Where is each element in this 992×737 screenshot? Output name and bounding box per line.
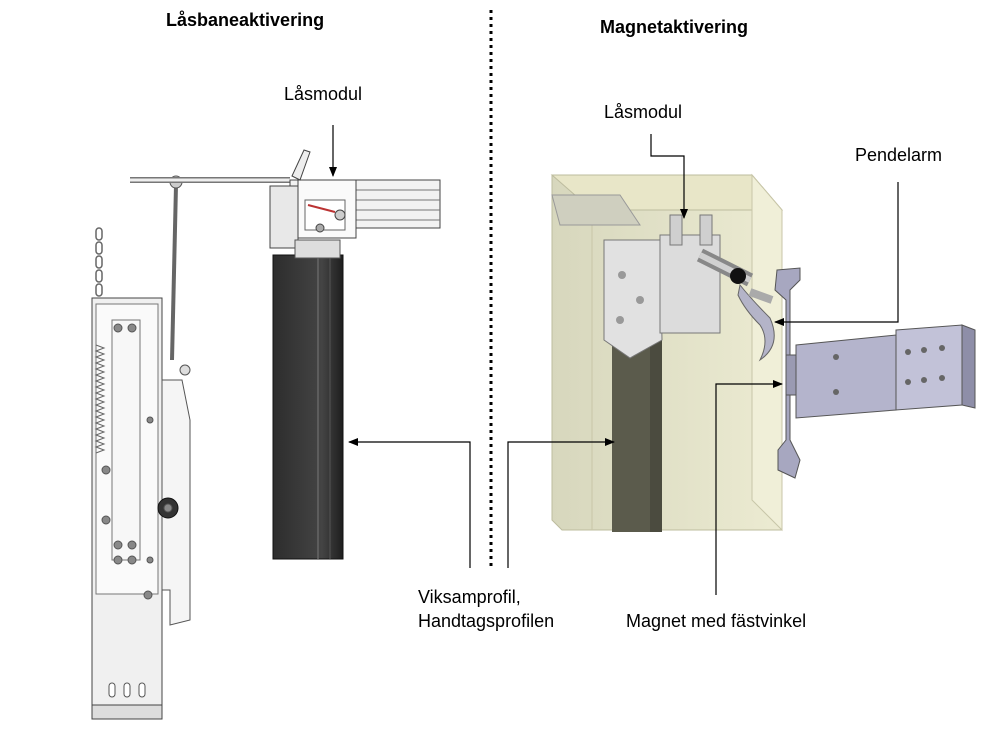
pendulum-arm-label: Pendelarm (855, 145, 943, 165)
drive-unit-illustration (91, 175, 290, 720)
left-panel-title: Låsbaneaktivering (166, 10, 325, 30)
magnet-setup-illustration (550, 173, 976, 532)
spring (94, 344, 106, 454)
right-lock-module-label: Låsmodul (604, 102, 683, 122)
left-lock-module-label: Låsmodul (284, 84, 363, 104)
profile-label-line2: Handtagsprofilen (418, 611, 555, 631)
left-lock-module-illustration (269, 149, 441, 249)
profile-label-line1: Viksamprofil, (418, 587, 521, 607)
leader-lines (329, 125, 899, 595)
left-profile-illustration (272, 239, 344, 560)
right-panel-title: Magnetaktivering (600, 17, 749, 37)
chain (95, 227, 103, 297)
magnet-label: Magnet med fästvinkel (626, 611, 807, 631)
